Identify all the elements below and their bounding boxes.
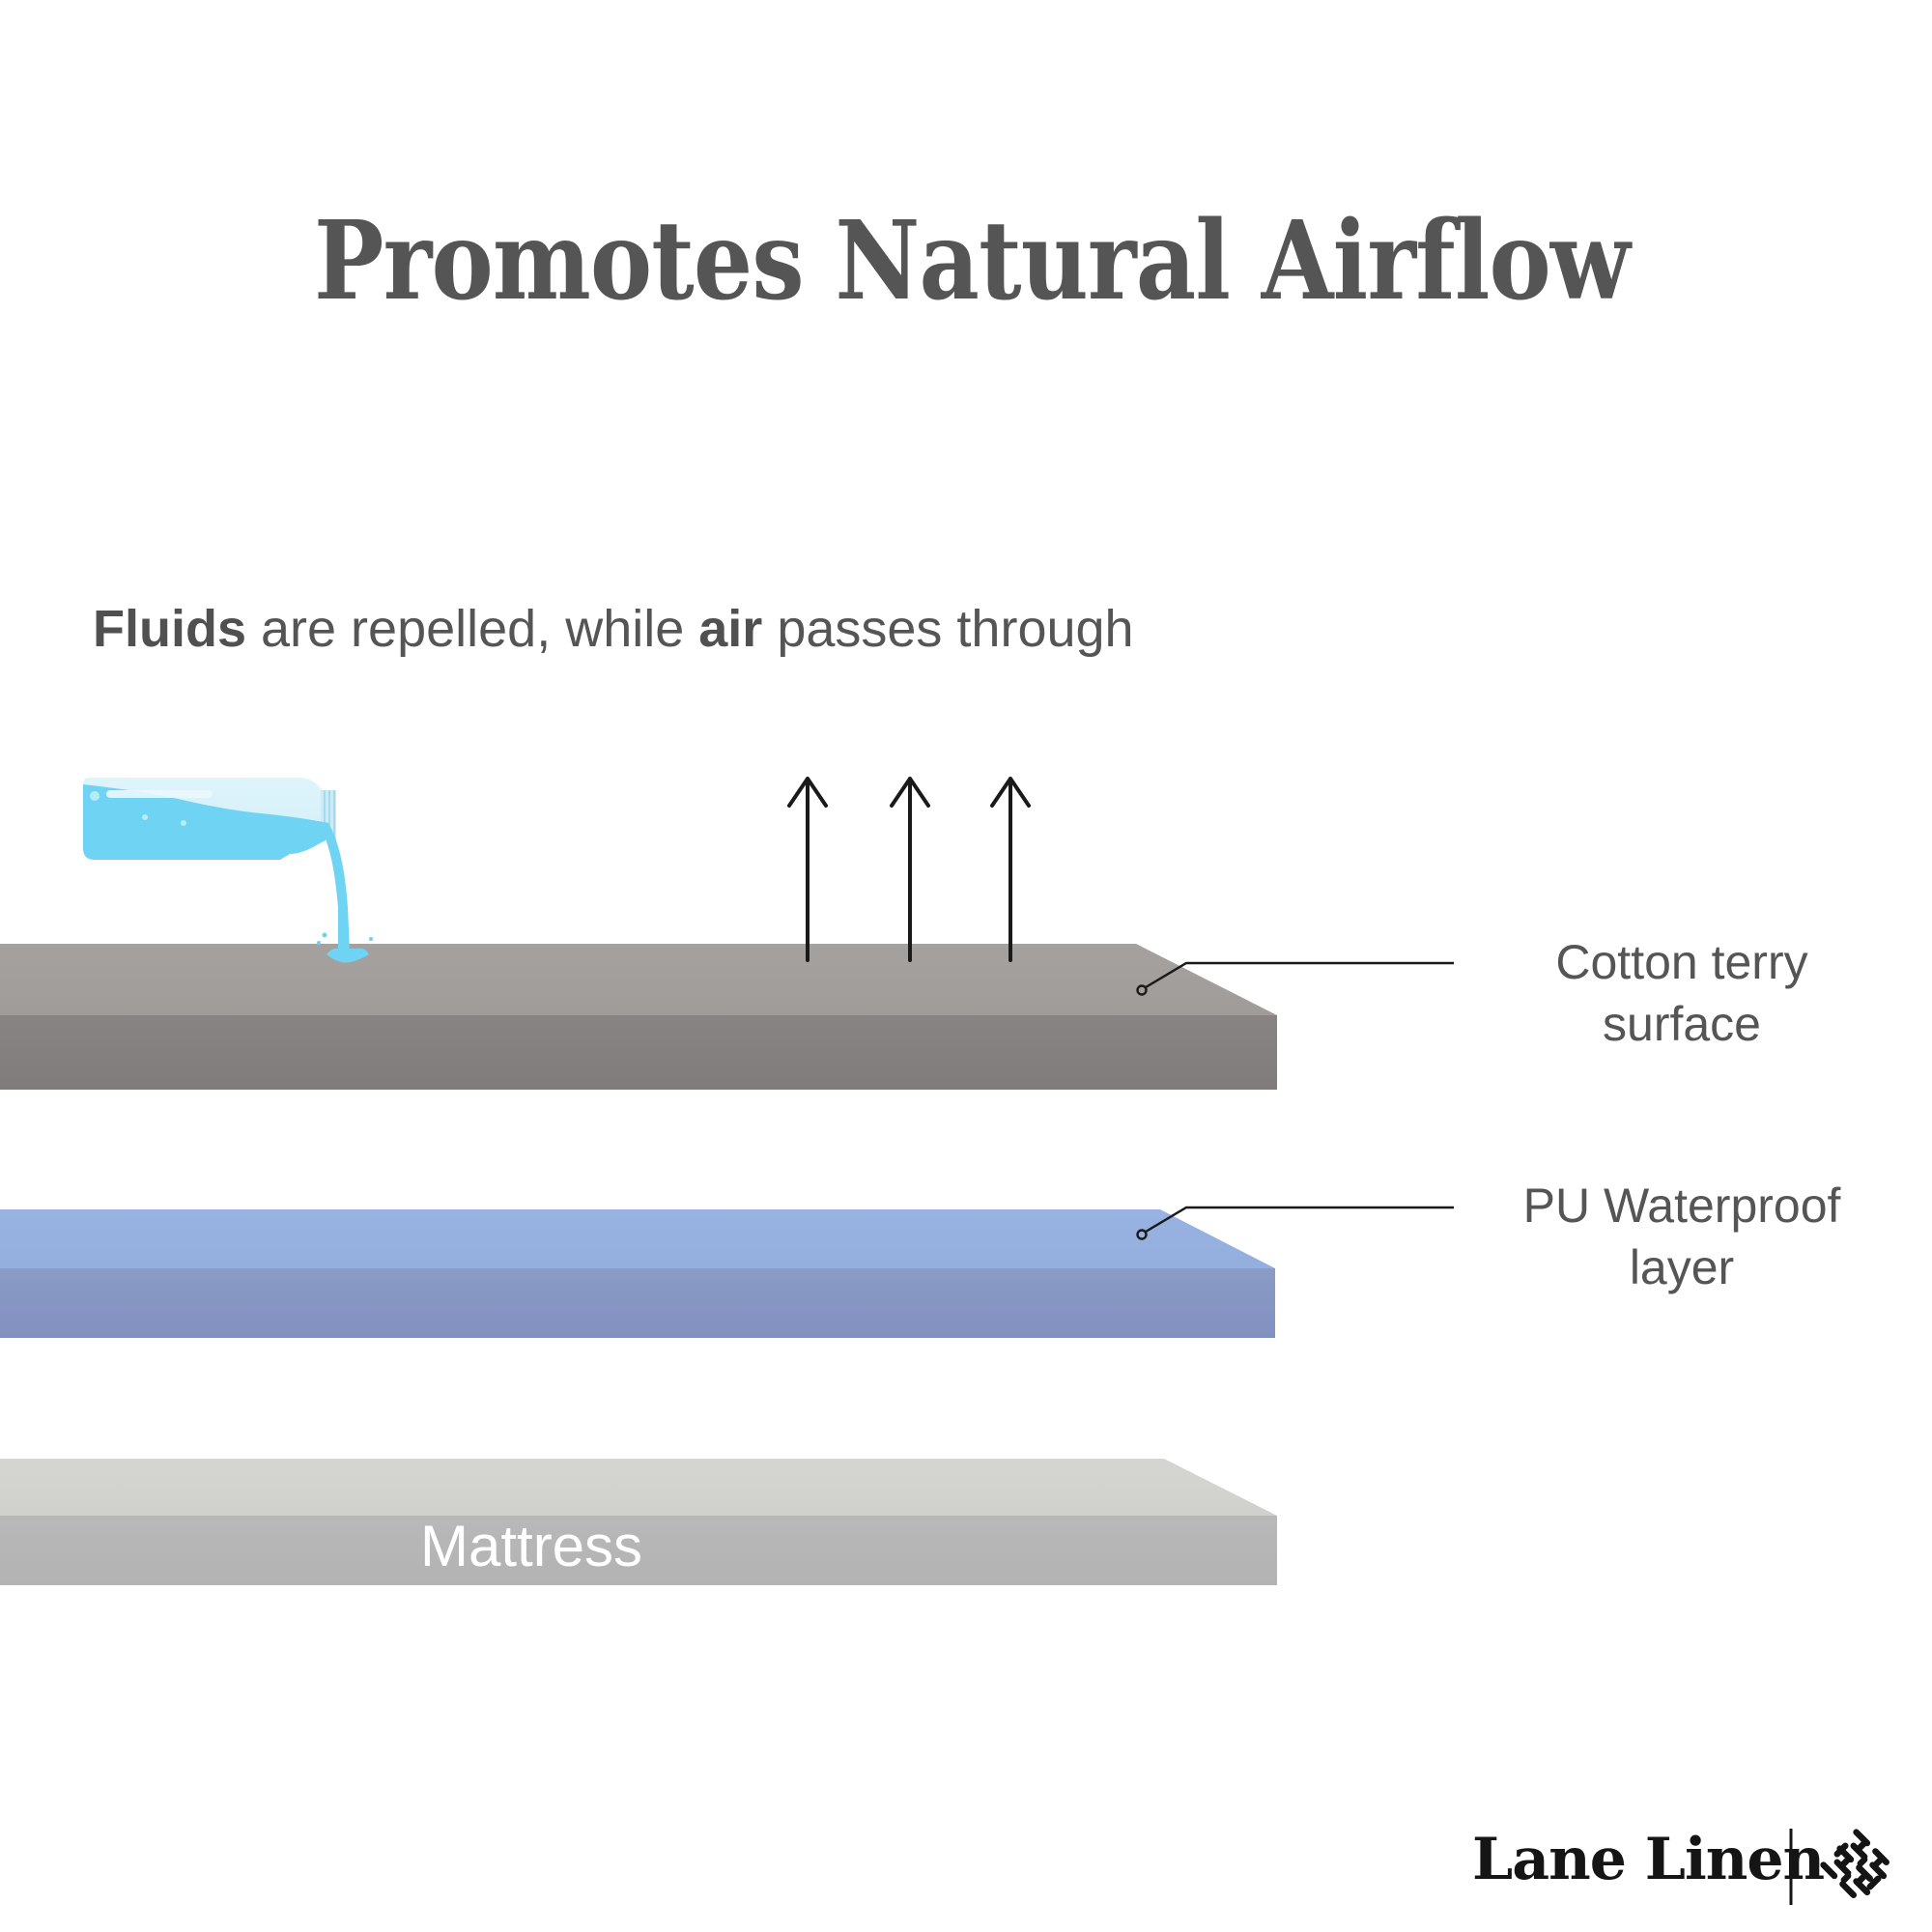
mattress-label: Mattress [420,1514,643,1578]
cotton-callout-line [1136,961,1454,996]
mattress-layer [0,1459,1277,1585]
up-arrow-icon [990,777,1031,962]
pu-waterproof-label: PU Waterproof layer [1460,1175,1904,1298]
pu-layer-top [0,1209,1275,1268]
cotton-terry-label-line1: Cotton terry [1555,935,1808,989]
airflow-arrows [787,777,1031,962]
brand-logo-text: Lane Linen [1472,1826,1825,1893]
mattress-layer-top [0,1459,1277,1516]
pu-waterproof-layer [0,1209,1275,1338]
water-bottle-pouring-icon [83,778,373,963]
subtitle-text-2: passes through [762,600,1134,658]
pu-waterproof-label-line1: PU Waterproof [1522,1179,1841,1233]
pu-callout-line [1136,1206,1454,1240]
up-arrow-icon [787,777,828,962]
cotton-layer-top [0,944,1277,1015]
subtitle-bold-air: air [698,600,763,658]
pu-layer-front [0,1268,1275,1338]
cotton-terry-label: Cotton terry surface [1460,931,1904,1055]
subtitle-bold-fluids: Fluids [93,600,246,658]
cotton-layer-front [0,1015,1277,1090]
page-title: Promotes Natural Airflow [314,198,1631,325]
cotton-terry-layer [0,944,1277,1090]
up-arrow-icon [890,777,930,962]
cotton-terry-label-line2: surface [1603,997,1761,1051]
subtitle: Fluids are repelled, while air passes th… [93,599,1134,659]
pu-waterproof-label-line2: layer [1629,1240,1735,1294]
woven-pattern-icon [1820,1829,1889,1898]
subtitle-text-1: are repelled, while [246,600,699,658]
mattress-layer-front [0,1516,1277,1585]
